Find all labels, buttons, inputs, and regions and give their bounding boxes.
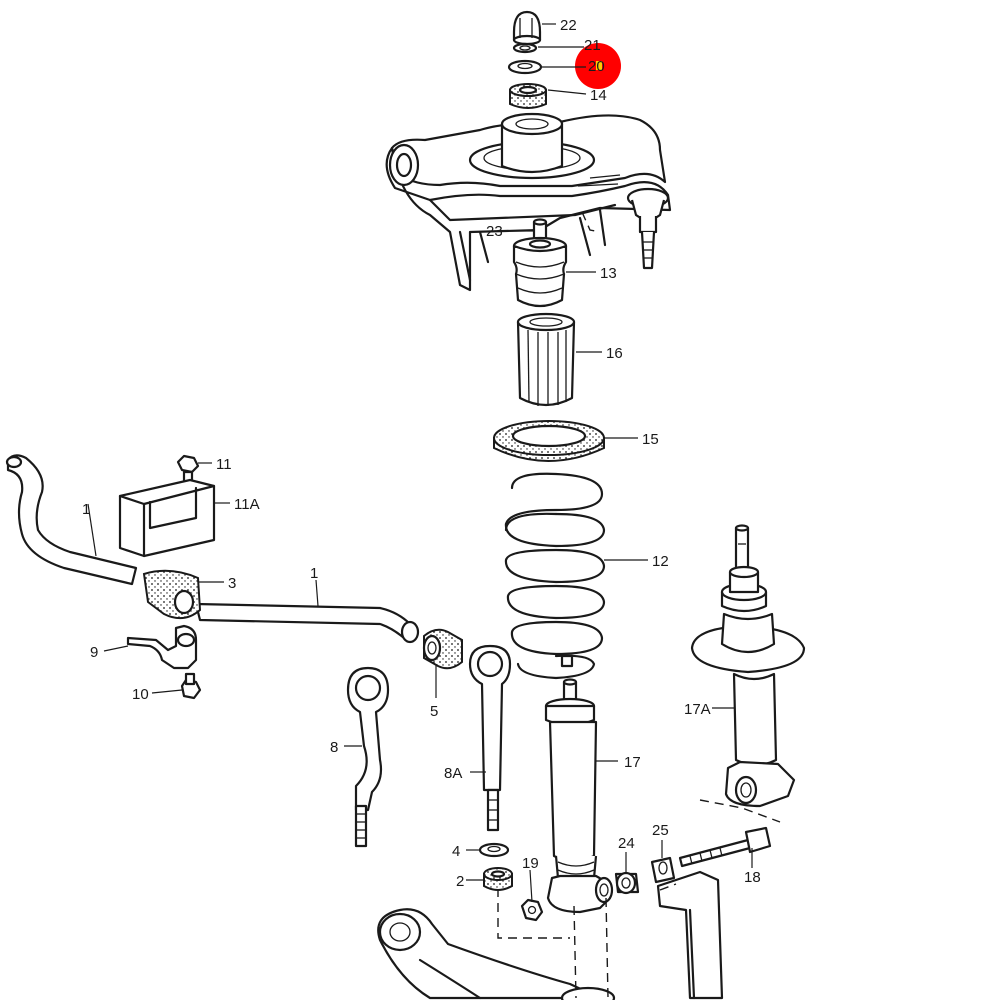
part-labels: 22 21 20 14 23 13 16 15 12 11 11A 3 1 1 …: [82, 17, 761, 890]
bolt-18: [678, 826, 772, 868]
label-8a: 8A: [444, 765, 462, 782]
label-9: 9: [90, 644, 98, 661]
lower-control-arm: [377, 870, 724, 1000]
ball-joint: [626, 187, 670, 270]
label-11: 11: [216, 456, 232, 473]
bushing-3: [142, 569, 202, 620]
label-25: 25: [652, 822, 669, 839]
upper-mount: [385, 112, 672, 292]
cap-nut-22: [512, 10, 542, 46]
label-13: 13: [600, 265, 617, 282]
dust-boot-16: [516, 312, 576, 407]
stabilizer-bar-1: [5, 454, 420, 644]
label-23: 23: [486, 223, 503, 240]
label-1-left: 1: [82, 501, 90, 518]
label-21: 21: [584, 37, 601, 54]
coil-spring-12: [504, 472, 606, 680]
label-18: 18: [744, 869, 761, 886]
label-16: 16: [606, 345, 623, 362]
link-8a: [468, 644, 512, 832]
washer-21: [512, 42, 538, 54]
label-8: 8: [330, 739, 338, 756]
label-19: 19: [522, 855, 539, 872]
label-15: 15: [642, 431, 659, 448]
label-3: 3: [228, 575, 236, 592]
clamp-bracket-11a: [118, 478, 216, 558]
label-12: 12: [652, 553, 669, 570]
shock-absorber-17: [544, 678, 614, 914]
label-20: 20: [588, 58, 605, 75]
clamp-9: [126, 624, 198, 670]
label-22: 22: [560, 17, 577, 34]
label-1-right: 1: [310, 565, 318, 582]
bolt-10: [180, 672, 202, 700]
label-4: 4: [452, 843, 460, 860]
bump-stop-13: [512, 236, 568, 308]
bushing-2: [483, 867, 513, 891]
bushing-25: [650, 856, 676, 884]
label-5: 5: [430, 703, 438, 720]
bushing-14: [509, 83, 547, 109]
link-8: [346, 666, 390, 848]
spring-seat-15: [493, 420, 605, 462]
label-14: 14: [590, 87, 607, 104]
bushing-24: [614, 871, 640, 895]
washer-4: [478, 842, 510, 858]
label-24: 24: [618, 835, 635, 852]
shock-absorber-17a: [690, 524, 806, 808]
nut-19: [520, 898, 544, 922]
label-17a: 17A: [684, 701, 711, 718]
label-2: 2: [456, 873, 464, 890]
highlight-dot: [596, 61, 602, 70]
leader-lines: [87, 23, 753, 903]
label-17: 17: [624, 754, 641, 771]
alignment-lines: [497, 211, 781, 999]
label-10: 10: [132, 686, 149, 703]
label-11a: 11A: [234, 496, 260, 513]
bushing-5: [422, 628, 463, 670]
washer-20: [507, 59, 543, 75]
